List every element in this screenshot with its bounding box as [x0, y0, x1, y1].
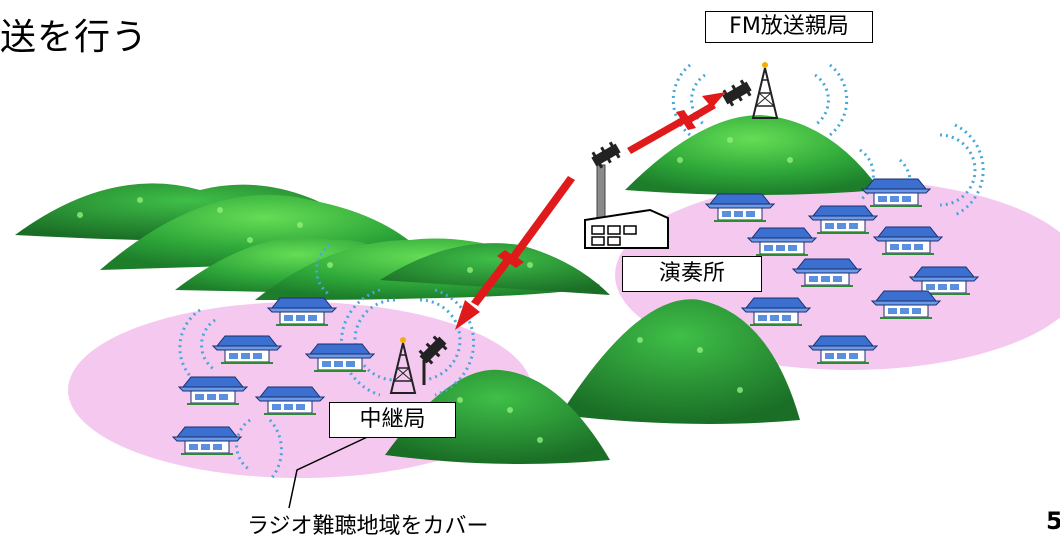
slide-heading: 送を行う: [0, 17, 149, 58]
fm-parent-station-label: FM放送親局: [705, 11, 873, 43]
hill: [625, 115, 880, 195]
studio-label: 演奏所: [622, 256, 762, 292]
studio-to-relay-arrow: [455, 176, 575, 330]
studio-to-parent-arrow: [627, 92, 726, 154]
studio-building: [584, 208, 669, 249]
relay-station-label: 中継局: [329, 402, 456, 438]
fm-parent-dish: [718, 76, 756, 110]
hill: [380, 243, 610, 295]
studio-mast: [596, 164, 606, 221]
studio-dish: [587, 138, 625, 172]
corner-fragment: 5: [1046, 508, 1060, 535]
coverage-caption: ラジオ難聴地域をカバー: [247, 514, 489, 539]
fm-parent-tower: [752, 61, 778, 119]
caption-leader-line: [288, 431, 379, 509]
